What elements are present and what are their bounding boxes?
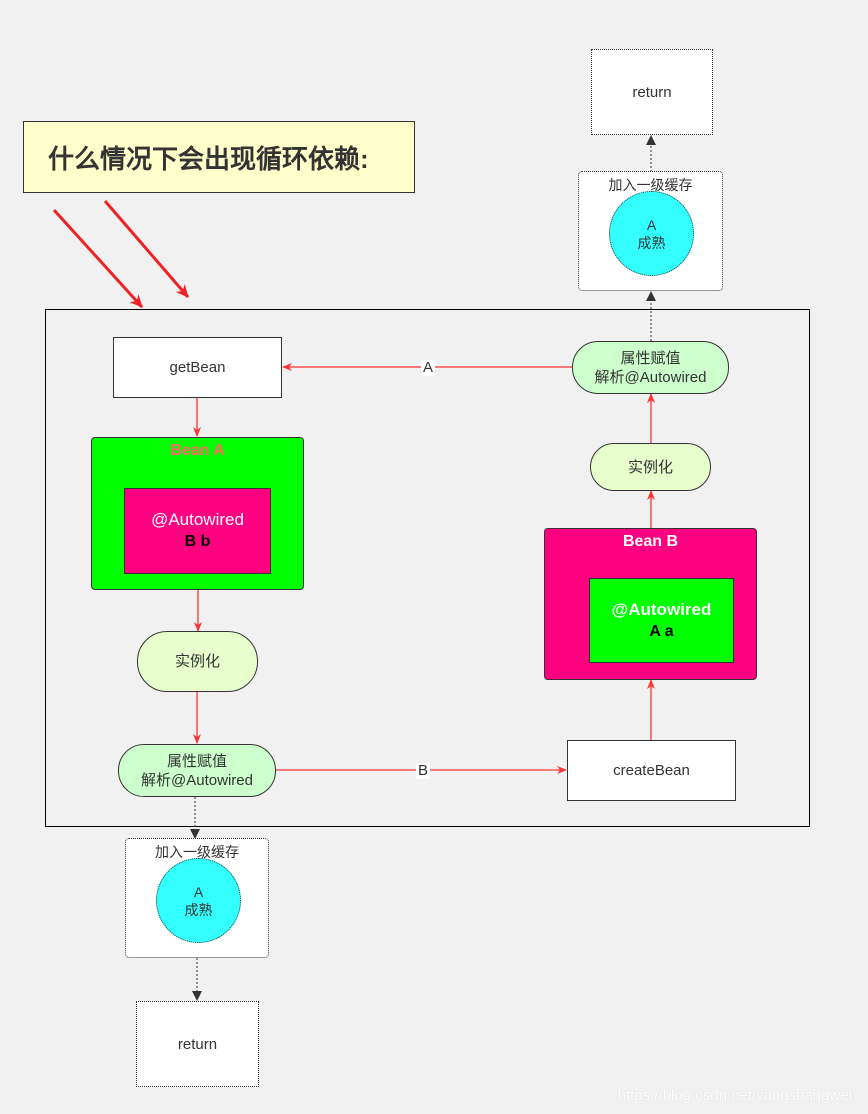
instantiate-right[interactable]: 实例化 xyxy=(590,443,711,491)
createbean-node[interactable]: createBean xyxy=(567,740,736,801)
instantiate-left[interactable]: 实例化 xyxy=(137,631,258,692)
watermark: https://blog.csdn.net/yangshangwei xyxy=(617,1087,852,1104)
title-text: 什么情况下会出现循环依赖: xyxy=(48,143,369,174)
populate-right-line1: 属性赋值 xyxy=(620,349,681,367)
pointer-arrow-1 xyxy=(52,208,144,309)
getbean-node[interactable]: getBean xyxy=(113,337,282,398)
bean-a[interactable]: Bean A @Autowired B b xyxy=(91,437,304,590)
bean-b[interactable]: Bean B @Autowired A a xyxy=(544,528,757,680)
bean-a-field-decl: B b xyxy=(184,533,211,550)
populate-left-line1: 属性赋值 xyxy=(166,752,227,770)
bean-b-field: @Autowired A a xyxy=(589,578,734,663)
bean-b-annotation: @Autowired xyxy=(611,599,712,619)
bean-a-title: Bean A xyxy=(170,442,225,459)
edge-label-a: A xyxy=(421,359,436,376)
instantiate-right-label: 实例化 xyxy=(627,458,673,476)
populate-right[interactable]: 属性赋值 解析@Autowired xyxy=(572,341,729,394)
cache-left-circle: A 成熟 xyxy=(156,858,241,943)
cache-left-circle-line2: 成熟 xyxy=(184,901,213,918)
process-frame xyxy=(45,309,810,827)
bean-b-field-decl: A a xyxy=(649,622,674,640)
cache-left-label: 加入一级缓存 xyxy=(155,844,239,860)
return-left-label: return xyxy=(177,1035,218,1053)
populate-left-line2: 解析@Autowired xyxy=(141,771,253,789)
edge-label-b: B xyxy=(416,762,431,779)
getbean-label: getBean xyxy=(169,359,226,376)
title-note: 什么情况下会出现循环依赖: xyxy=(23,121,415,193)
cache-right-label: 加入一级缓存 xyxy=(608,177,693,193)
populate-left[interactable]: 属性赋值 解析@Autowired xyxy=(118,744,276,797)
createbean-label: createBean xyxy=(613,762,690,779)
return-right-label: return xyxy=(632,83,672,101)
return-right[interactable]: return xyxy=(591,49,713,135)
populate-right-line2: 解析@Autowired xyxy=(594,368,707,386)
cache-left[interactable]: 加入一级缓存 A 成熟 xyxy=(125,838,269,958)
return-left[interactable]: return xyxy=(136,1001,259,1087)
cache-right-circle: A 成熟 xyxy=(609,191,694,276)
cache-left-circle-line1: A xyxy=(193,883,204,900)
cache-right-circle-line1: A xyxy=(646,216,657,233)
pointer-arrow-2 xyxy=(103,200,190,298)
bean-a-annotation: @Autowired xyxy=(151,510,244,529)
bean-b-title: Bean B xyxy=(622,533,679,550)
cache-right-circle-line2: 成熟 xyxy=(637,234,666,251)
instantiate-left-label: 实例化 xyxy=(174,653,220,670)
bean-a-field: @Autowired B b xyxy=(124,488,271,574)
cache-right[interactable]: 加入一级缓存 A 成熟 xyxy=(578,171,723,291)
